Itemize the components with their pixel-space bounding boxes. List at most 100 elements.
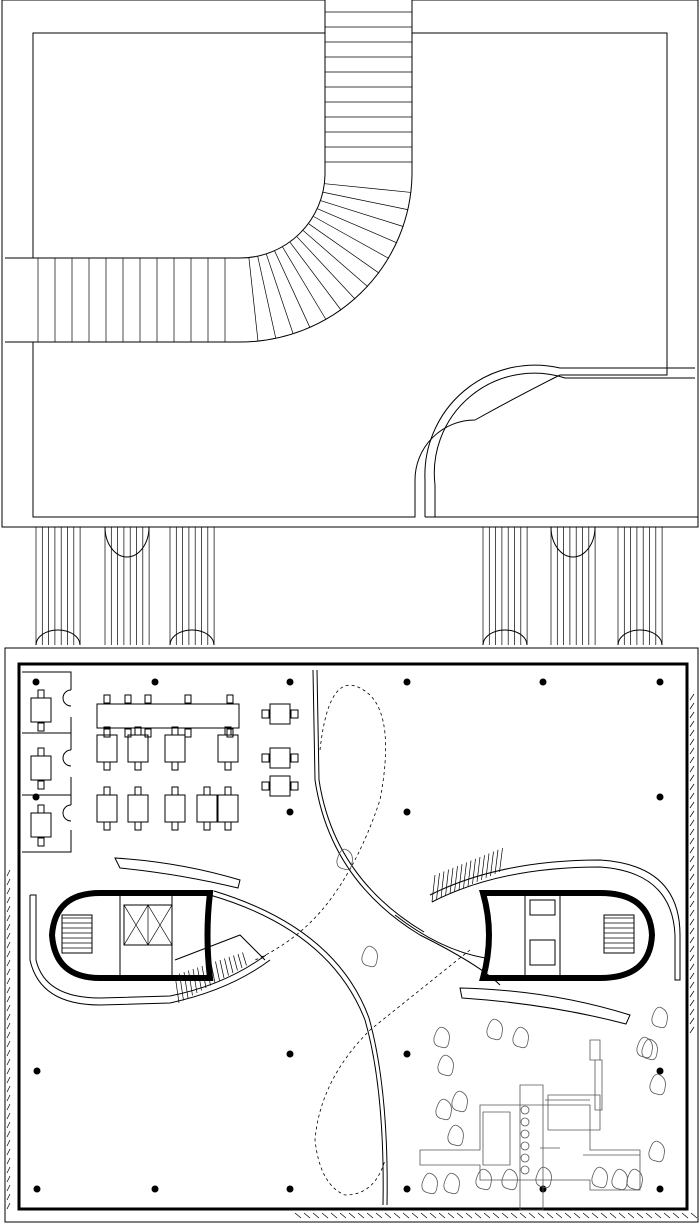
pylon-arc (550, 526, 596, 558)
path-loop-lower (314, 949, 471, 1196)
hatch-mark (6, 986, 11, 994)
column (403, 1185, 411, 1193)
chair (171, 726, 179, 736)
hatch-mark (689, 846, 695, 854)
hatch-mark (689, 720, 695, 728)
curved-corridor (424, 364, 698, 518)
stair-winder (265, 253, 294, 334)
chair (224, 786, 232, 796)
conference-table (96, 703, 240, 729)
side-table (269, 703, 291, 725)
hatch-mark (339, 1212, 347, 1219)
hatch-mark (645, 1212, 653, 1219)
hatch-mark (689, 999, 695, 1007)
hatch-mark (6, 896, 11, 904)
hatch-mark (6, 1094, 11, 1102)
hatch-mark (689, 936, 695, 944)
column (403, 678, 411, 686)
hatch-mark (6, 1157, 11, 1165)
chair (184, 694, 192, 704)
chair (134, 761, 142, 771)
column (33, 1067, 41, 1075)
hatch-mark (6, 914, 11, 922)
chair (203, 821, 211, 831)
hatch-mark (366, 1212, 374, 1219)
hatch-mark (6, 1148, 11, 1156)
hatch-mark (411, 1212, 419, 1219)
hatch-mark (6, 1103, 11, 1111)
stair-winder (248, 257, 259, 342)
side-table (269, 775, 291, 797)
columns (32, 678, 664, 1193)
pylons (35, 526, 663, 646)
hatch-mark (6, 941, 11, 949)
chair (261, 709, 270, 719)
column (656, 793, 664, 801)
hatch-mark (348, 1212, 356, 1219)
hatch-mark (689, 927, 695, 935)
tree (421, 1172, 438, 1195)
hatch-mark (6, 1193, 11, 1201)
hatch-mark (6, 905, 11, 913)
chair (37, 804, 45, 814)
hatch-mark (492, 1212, 500, 1219)
hatch-mark (6, 1049, 11, 1057)
garden-structure (419, 1039, 641, 1211)
chair (37, 837, 45, 847)
hatch-mark (6, 1022, 11, 1030)
column (656, 1185, 664, 1193)
stair-step (499, 847, 503, 873)
hatch-mark (6, 1184, 11, 1192)
lower-outer-boundary (4, 647, 699, 1223)
stair-step (201, 965, 207, 989)
stair-step (431, 874, 436, 903)
hatch-mark (600, 1212, 608, 1219)
pylon-arc (617, 629, 663, 646)
stair-step (494, 849, 499, 875)
hatch-mark (6, 1112, 11, 1120)
desk (164, 734, 186, 763)
stair-step (463, 862, 467, 889)
hatch-mark (689, 945, 695, 953)
tree (636, 1036, 653, 1059)
hatch-mark (627, 1212, 635, 1219)
chair (103, 694, 111, 704)
stair-step (215, 961, 220, 981)
chair (103, 728, 111, 738)
hatch-mark (6, 1130, 11, 1138)
stair-step (237, 953, 243, 969)
hatch-mark (6, 950, 11, 958)
chair (184, 728, 192, 738)
pylon-arc (482, 629, 528, 646)
column (286, 1050, 294, 1058)
tree (512, 1026, 529, 1049)
path-loop-upper (254, 684, 387, 961)
upper-outer-wall (1, 0, 699, 528)
hatch-mark (402, 1212, 410, 1219)
hatch-mark (689, 747, 695, 755)
hatch-mark (6, 968, 11, 976)
hatch-mark (689, 693, 695, 701)
chair (37, 722, 45, 732)
garden-circle (520, 1105, 530, 1115)
stair-winder (257, 256, 277, 339)
stair-winder (302, 230, 369, 288)
garden-circle (520, 1129, 530, 1139)
stair-outline (5, 0, 413, 343)
hatch-mark (555, 1212, 563, 1219)
stair-treads (37, 11, 412, 342)
stair-step (192, 968, 198, 994)
chair (37, 689, 45, 699)
lower-floor-plan (4, 647, 699, 1223)
tree (443, 1172, 460, 1195)
wall-hatching (6, 693, 698, 1219)
hatch-mark (6, 1121, 11, 1129)
hatch-mark (312, 1212, 320, 1219)
stair-winder (296, 236, 356, 300)
upper-floor-plan (1, 0, 699, 528)
hatch-mark (483, 1212, 491, 1219)
chair (103, 786, 111, 796)
stair-winder (282, 246, 327, 320)
column (32, 678, 40, 686)
column (656, 678, 664, 686)
